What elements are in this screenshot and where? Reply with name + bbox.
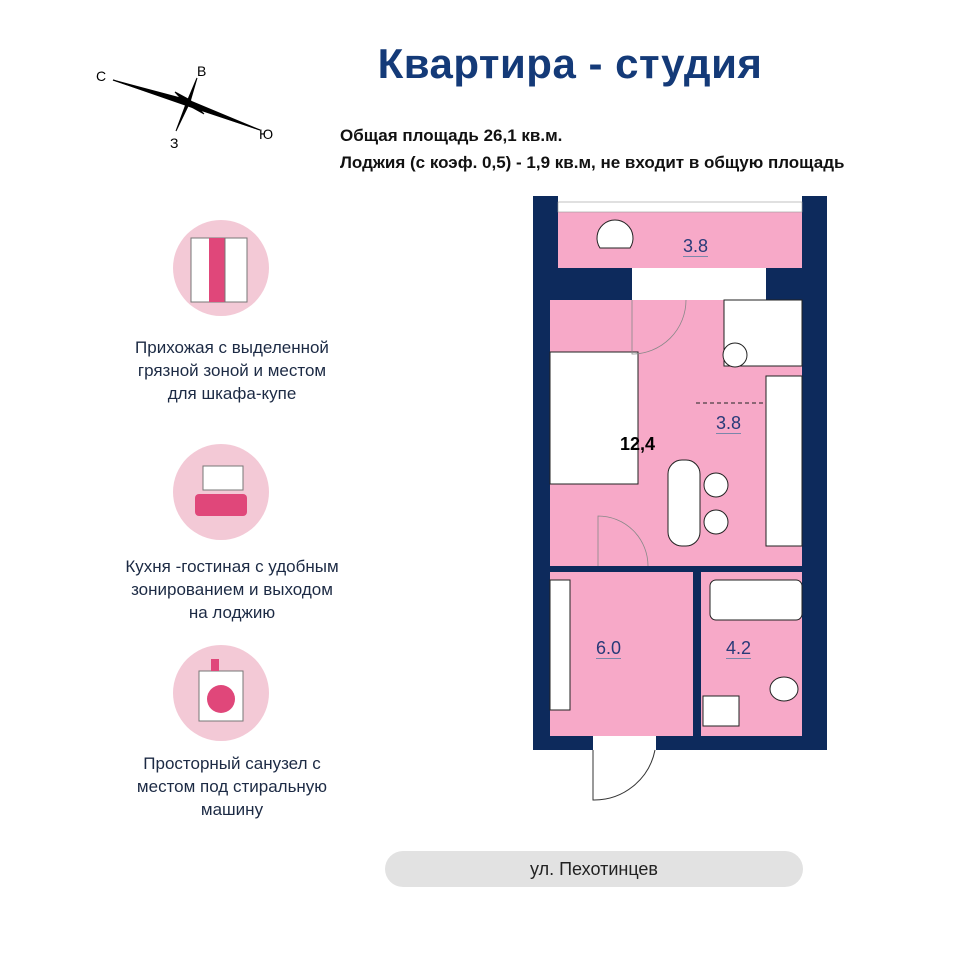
washing-machine-icon xyxy=(173,645,269,741)
compass-east-label: В xyxy=(197,63,207,79)
bathroom-area-label: 4.2 xyxy=(726,638,752,659)
compass-north-label: С xyxy=(96,68,107,84)
sofa-icon xyxy=(173,444,269,540)
loggia-note-text: Лоджия (с коэф. 0,5) - 1,9 кв.м, не вход… xyxy=(340,153,845,172)
compass-south-label: Ю xyxy=(259,126,274,142)
loggia-area-label: 3.8 xyxy=(683,236,709,257)
wardrobe-icon xyxy=(173,220,269,316)
hall-area-label: 6.0 xyxy=(596,638,622,659)
street-label: ул. Пехотинцев xyxy=(385,851,803,887)
kitchen-area-label: 3.8 xyxy=(716,413,742,434)
compass-west-label: З xyxy=(170,135,179,151)
living-area-label: 12,4 xyxy=(620,434,656,454)
total-area-text: Общая площадь 26,1 кв.м. xyxy=(340,126,563,145)
page-title: Квартира - студия xyxy=(377,40,763,87)
